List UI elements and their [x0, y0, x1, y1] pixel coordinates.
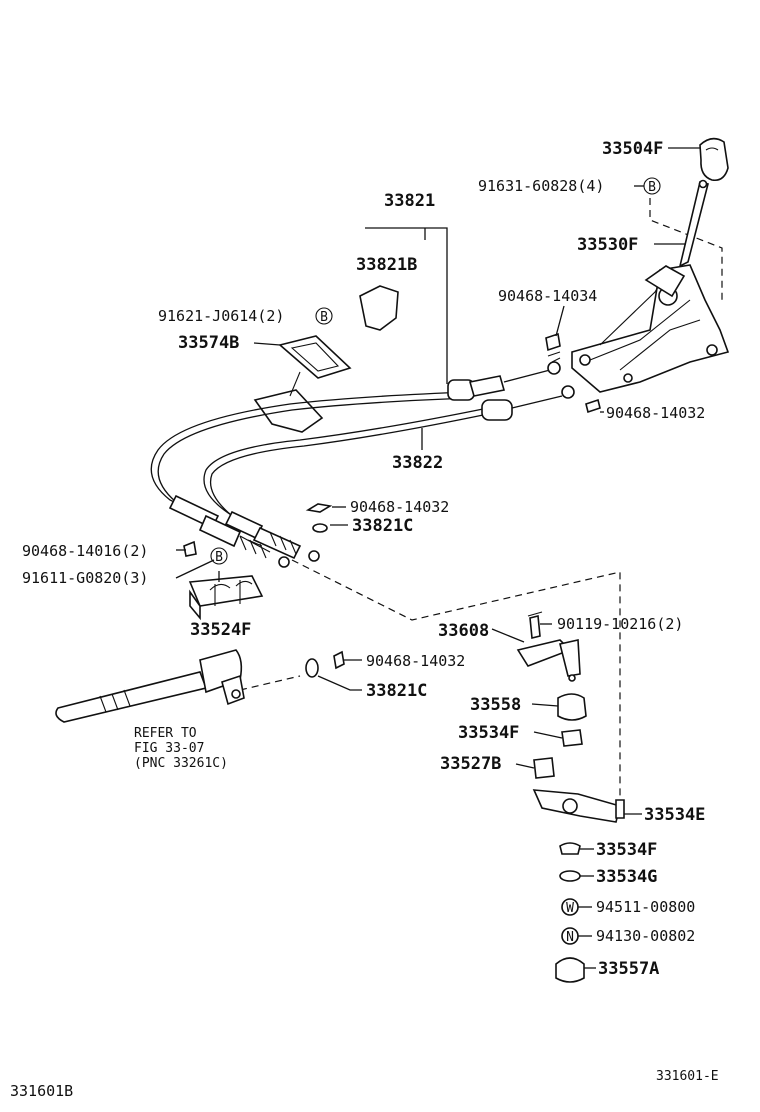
bracket-33524F: [188, 575, 264, 621]
marker-b: B: [320, 310, 328, 325]
small-clips: [183, 332, 601, 678]
marker-b-circle: [315, 307, 333, 325]
label-33821: 33821: [384, 191, 435, 211]
label-90468-14016: 90468-14016(2): [22, 542, 148, 560]
refer-note-line2: FIG 33-07: [134, 741, 204, 756]
label-90468-14032: 90468-14032: [350, 498, 449, 516]
marker-n: N: [566, 930, 574, 945]
leader-lines: [175, 147, 700, 969]
cable-end-upper: [447, 361, 561, 401]
label-90468-14034: 90468-14034: [498, 287, 597, 305]
label-94130-00802: 94130-00802: [596, 927, 695, 945]
diagram-id: 331601B: [10, 1082, 73, 1100]
label-33534E: 33534E: [644, 805, 705, 825]
label-90468-14032: 90468-14032: [366, 652, 465, 670]
label-90468-14032: 90468-14032: [606, 404, 705, 422]
label-33534G: 33534G: [596, 867, 657, 887]
cable-end-trans: [168, 494, 320, 568]
refer-note: REFER TO FIG 33-07 (PNC 33261C): [134, 726, 228, 771]
label-33534F: 33534F: [596, 840, 657, 860]
marker-b: B: [648, 180, 656, 195]
marker-n-circle: [561, 927, 579, 945]
part-labels: 33504F 91631-60828(4) 33821 33530F 33821…: [22, 139, 705, 979]
shift-lever-assembly: [571, 137, 730, 393]
label-33822: 33822: [392, 453, 443, 473]
label-33557A: 33557A: [598, 959, 659, 979]
label-33527B: 33527B: [440, 754, 501, 774]
label-33821C: 33821C: [352, 516, 413, 536]
label-33574B: 33574B: [178, 333, 239, 353]
label-33524F: 33524F: [190, 620, 251, 640]
bushing-parts: [532, 693, 625, 983]
label-91631-60828: 91631-60828(4): [478, 177, 604, 195]
selector-shaft: [55, 649, 245, 723]
marker-b: B: [215, 550, 223, 565]
marker-w-circle: [561, 898, 579, 916]
label-91621-J0614: 91621-J0614(2): [158, 307, 284, 325]
cover-parts: [253, 285, 399, 433]
marker-b-circle: [210, 547, 228, 565]
label-33558: 33558: [470, 695, 521, 715]
lever-33608: [516, 611, 581, 682]
marker-b-circle: [643, 177, 661, 195]
refer-note-line1: REFER TO: [134, 726, 197, 741]
dashed-reference-lines: [239, 198, 723, 800]
label-91611-G0820: 91611-G0820(3): [22, 569, 148, 587]
label-33504F: 33504F: [602, 139, 663, 159]
cable-end-lower: [481, 385, 575, 421]
label-33608: 33608: [438, 621, 489, 641]
label-33821B: 33821B: [356, 255, 417, 275]
control-cables: [150, 361, 575, 568]
circled-markers: B B B W N: [210, 177, 661, 945]
marker-w: W: [566, 901, 574, 916]
label-33534F: 33534F: [458, 723, 519, 743]
figure-ref: 331601-E: [656, 1069, 719, 1084]
label-33530F: 33530F: [577, 235, 638, 255]
label-33821C: 33821C: [366, 681, 427, 701]
label-90119-10216: 90119-10216(2): [557, 615, 683, 633]
label-94511-00800: 94511-00800: [596, 898, 695, 916]
refer-note-line3: (PNC 33261C): [134, 756, 228, 771]
